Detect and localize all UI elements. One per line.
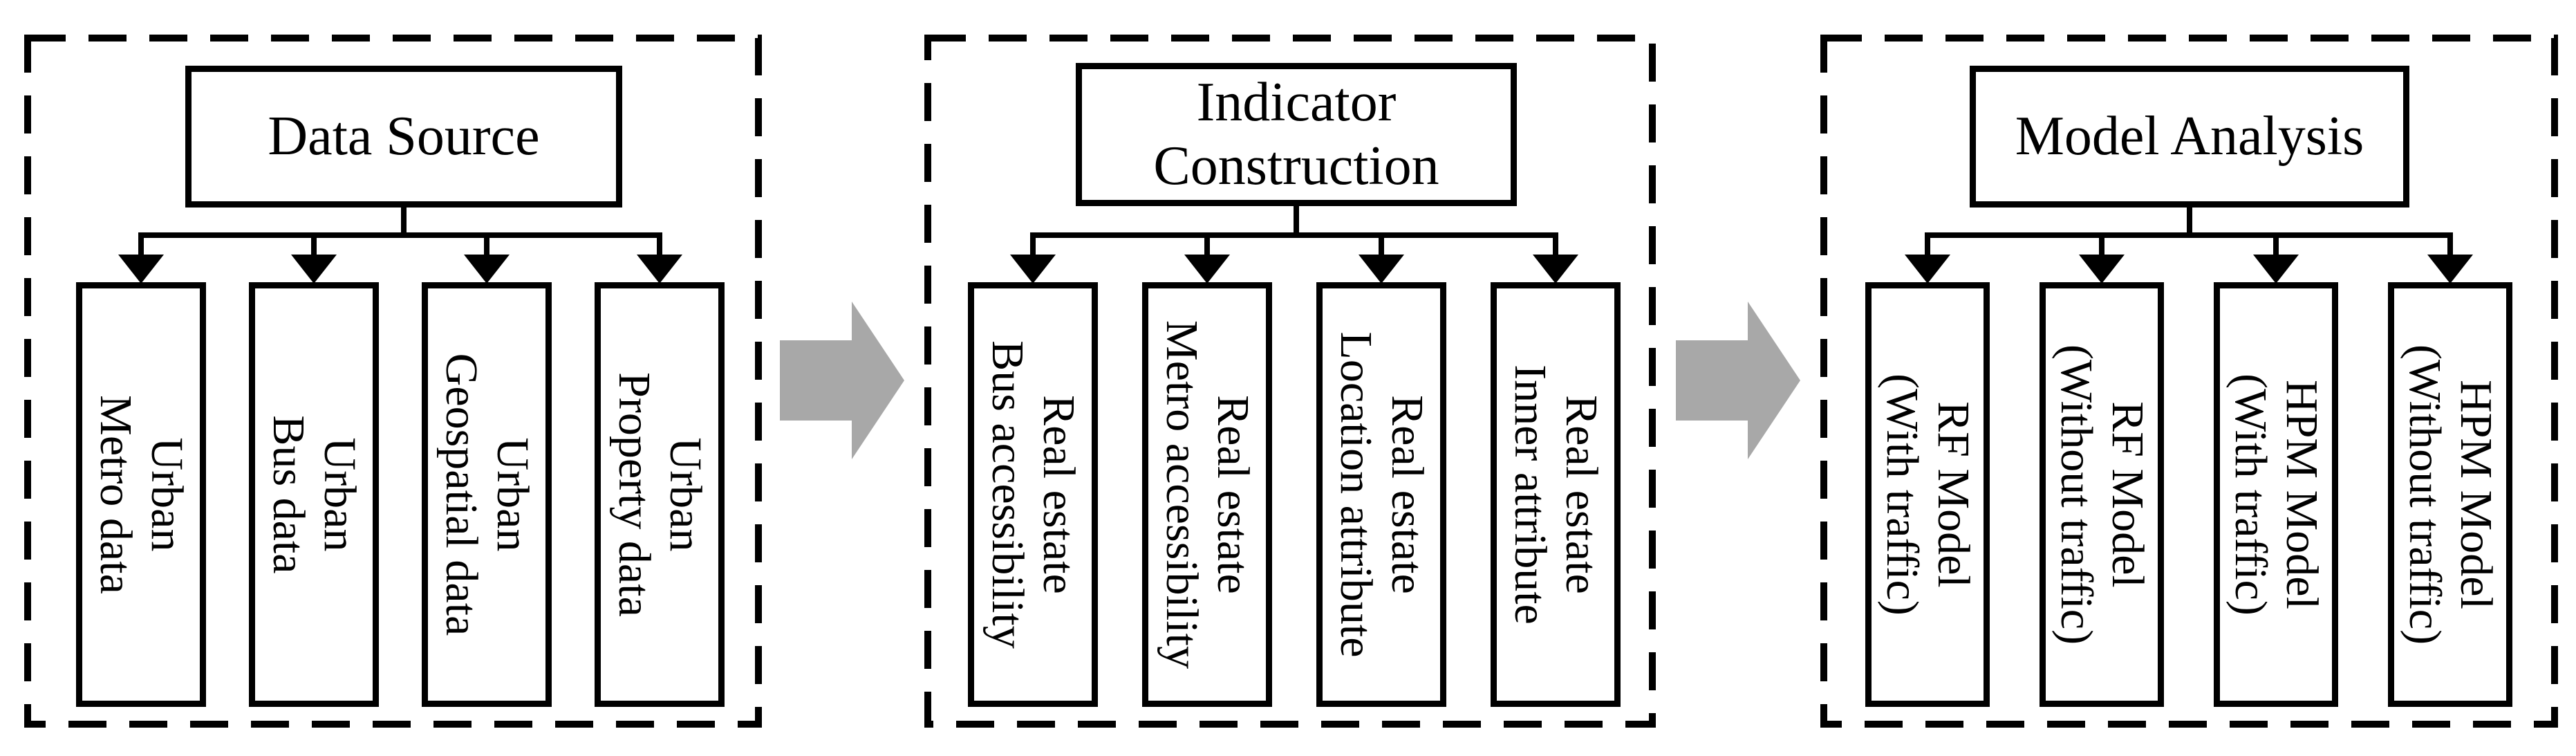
child-label-line: Real estate <box>1207 395 1258 594</box>
child-label-line: Real estate <box>1381 395 1432 594</box>
child-box-label: Urban Geospatial data <box>436 291 538 699</box>
arrow-down-icon <box>1905 255 1950 284</box>
child-label-line: (With traffic) <box>1877 374 1928 616</box>
header-box-data-source: Data Source <box>185 66 622 208</box>
arrow-down-icon <box>2253 255 2299 284</box>
child-label-line: Urban <box>660 437 711 552</box>
child-box-rf-model-with-traffic: RF Model (With traffic) <box>1865 282 1990 707</box>
child-box-real-estate-inner-attribute: Real estate Inner attribute <box>1491 282 1621 707</box>
panel-border-indicator-construction <box>924 35 1656 728</box>
child-label-line: Bus data <box>263 415 314 574</box>
child-box-label: Urban Bus data <box>263 291 365 699</box>
child-box-urban-bus-data: Urban Bus data <box>249 282 379 707</box>
header-title-line: Construction <box>1153 135 1439 196</box>
child-box-real-estate-metro-accessibility: Real estate Metro accessibility <box>1142 282 1272 707</box>
panel-border-model-analysis <box>1820 35 2558 728</box>
child-box-label: Urban Property data <box>608 291 711 699</box>
child-label-line: Geospatial data <box>436 353 487 636</box>
panel-border-data-source <box>24 35 762 728</box>
header-box-indicator-construction: Indicator Construction <box>1076 63 1517 206</box>
header-box-model-analysis: Model Analysis <box>1970 66 2409 208</box>
connector-tree-data-source <box>138 203 662 264</box>
child-label-line: (Without traffic) <box>2051 344 2102 645</box>
child-box-hpm-model-with-traffic: HPM Model (With traffic) <box>2214 282 2338 707</box>
connector-arrowheads-model-analysis <box>1905 255 2473 284</box>
arrow-down-icon <box>1359 255 1404 284</box>
child-label-line: Location attribute <box>1331 331 1381 658</box>
child-box-urban-metro-data: Urban Metro data <box>76 282 206 707</box>
child-label-line: Bus accessibility <box>982 340 1033 649</box>
arrow-down-icon <box>1010 255 1056 284</box>
child-box-label: Real estate Bus accessibility <box>982 291 1084 699</box>
child-box-urban-property-data: Urban Property data <box>595 282 725 707</box>
block-arrow-right-icon <box>780 302 904 459</box>
arrow-down-icon <box>2427 255 2473 284</box>
child-box-real-estate-bus-accessibility: Real estate Bus accessibility <box>968 282 1098 707</box>
arrow-down-icon <box>118 255 164 284</box>
child-label-line: (Without traffic) <box>2400 344 2450 645</box>
child-box-urban-geospatial-data: Urban Geospatial data <box>422 282 552 707</box>
arrow-down-icon <box>1184 255 1230 284</box>
arrow-down-icon <box>1533 255 1578 284</box>
child-label-line: Property data <box>609 372 660 617</box>
arrow-down-icon <box>291 255 337 284</box>
child-box-label: Urban Metro data <box>90 291 192 699</box>
header-title-line: Model Analysis <box>2015 105 2364 167</box>
connector-arrowheads-indicator-construction <box>1010 255 1578 284</box>
child-label-line: Metro accessibility <box>1157 320 1207 670</box>
child-label-line: RF Model <box>2102 401 2153 588</box>
child-box-hpm-model-without-traffic: HPM Model (Without traffic) <box>2388 282 2512 707</box>
connector-tree-model-analysis <box>1925 203 2453 264</box>
child-label-line: Inner attribute <box>1505 365 1556 625</box>
child-box-label: HPM Model (With traffic) <box>2225 291 2327 699</box>
child-label-line: HPM Model <box>2276 380 2327 609</box>
connector-arrowheads-data-source <box>118 255 682 284</box>
arrow-down-icon <box>464 255 510 284</box>
block-arrow-right-icon <box>1676 302 1800 459</box>
child-box-label: Real estate Inner attribute <box>1504 291 1607 699</box>
child-box-label: RF Model (Without traffic) <box>2051 291 2153 699</box>
child-box-label: HPM Model (Without traffic) <box>2399 291 2501 699</box>
child-label-line: Metro data <box>91 395 141 594</box>
child-box-label: RF Model (With traffic) <box>1876 291 1979 699</box>
child-label-line: RF Model <box>1928 401 1979 588</box>
child-box-label: Real estate Location attribute <box>1330 291 1432 699</box>
child-box-real-estate-location-attribute: Real estate Location attribute <box>1316 282 1446 707</box>
child-box-rf-model-without-traffic: RF Model (Without traffic) <box>2040 282 2164 707</box>
child-label-line: (With traffic) <box>2225 374 2276 616</box>
child-label-line: Real estate <box>1033 395 1084 594</box>
header-title-line: Data Source <box>268 105 540 167</box>
arrow-down-icon <box>637 255 682 284</box>
child-label-line: Real estate <box>1556 395 1607 594</box>
child-label-line: HPM Model <box>2450 380 2501 609</box>
arrow-down-icon <box>2079 255 2125 284</box>
connector-tree-indicator-construction <box>1030 202 1558 264</box>
header-title-line: Indicator <box>1196 72 1397 133</box>
child-label-line: Urban <box>314 437 365 552</box>
child-box-label: Real estate Metro accessibility <box>1156 291 1258 699</box>
child-label-line: Urban <box>141 437 192 552</box>
child-label-line: Urban <box>487 437 538 552</box>
